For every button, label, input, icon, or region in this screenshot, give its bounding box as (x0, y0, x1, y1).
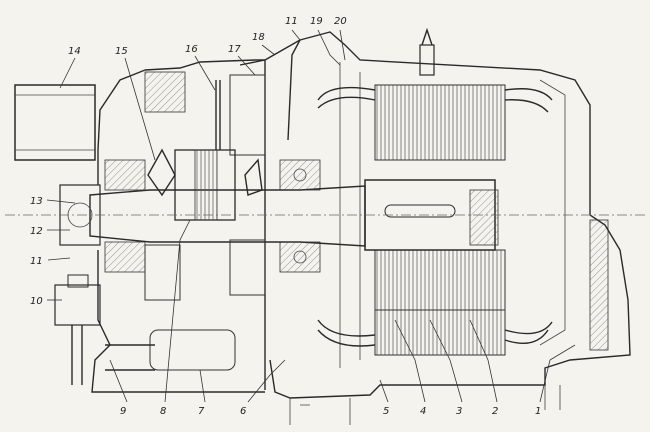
callout-12: 12 (30, 226, 43, 237)
terminal-box (14, 84, 96, 161)
rotor (364, 179, 499, 251)
mounting-feet (289, 385, 561, 425)
callout-7: 7 (198, 406, 205, 417)
brake-unit (54, 274, 101, 385)
callout-11-top: 11 (285, 16, 298, 27)
callout-14: 14 (68, 46, 81, 57)
callout-11: 11 (30, 256, 43, 267)
callout-8: 8 (160, 406, 166, 417)
bearing-shield (239, 39, 321, 390)
callout-2: 2 (492, 406, 498, 417)
callout-9: 9 (120, 406, 126, 417)
stator-core (317, 84, 553, 356)
callout-6: 6 (240, 406, 246, 417)
callout-16: 16 (185, 44, 198, 55)
callout-3: 3 (456, 406, 462, 417)
callout-5: 5 (383, 406, 389, 417)
callout-19: 19 (310, 16, 323, 27)
callout-4: 4 (420, 406, 426, 417)
callout-10: 10 (30, 296, 43, 307)
gear-housing (91, 59, 266, 393)
callout-13: 13 (30, 196, 43, 207)
callout-15: 15 (115, 46, 128, 57)
callout-20: 20 (334, 16, 347, 27)
leader-lines (46, 29, 576, 403)
callout-17: 17 (228, 44, 241, 55)
callout-18: 18 (252, 32, 265, 43)
callout-1: 1 (535, 406, 541, 417)
motor-housing (269, 31, 631, 399)
gear-assembly (147, 80, 263, 221)
shaft (89, 185, 366, 247)
left-bearing (59, 159, 146, 273)
callout-labels: 1 2 3 4 5 6 7 8 9 10 11 12 13 14 15 16 1… (30, 16, 541, 417)
eyebolt (419, 27, 435, 76)
